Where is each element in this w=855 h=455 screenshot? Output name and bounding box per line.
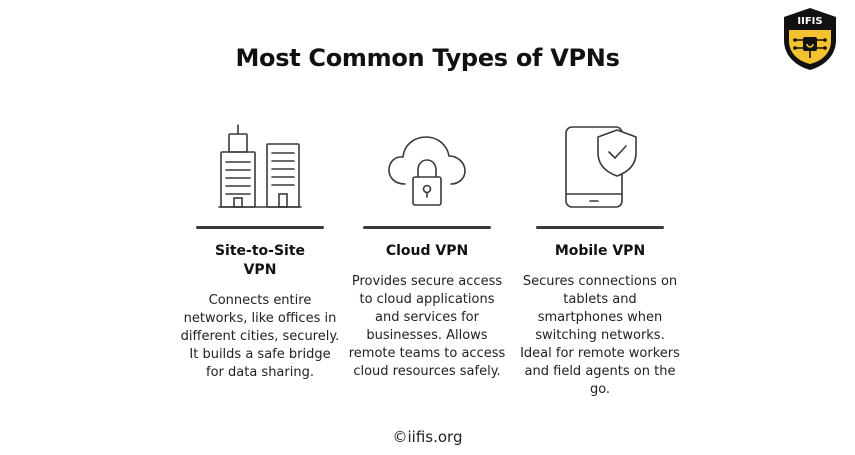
- divider: [363, 226, 491, 229]
- divider: [536, 226, 664, 229]
- card-mobile: Mobile VPN Secures connections on tablet…: [520, 116, 680, 399]
- buildings-icon: [218, 124, 302, 208]
- iifis-logo: IIFIS: [784, 8, 836, 70]
- card-site-to-site: Site-to-Site VPN Connects entire network…: [180, 116, 340, 382]
- card-description: Secures connections on tablets and smart…: [520, 274, 680, 397]
- card-description: Connects entire networks, like offices i…: [180, 293, 340, 380]
- phone-shield-icon: [565, 126, 637, 208]
- divider: [196, 226, 324, 229]
- cloud-lock-icon: [388, 136, 466, 206]
- page-title: Most Common Types of VPNs: [235, 44, 620, 72]
- card-title: Cloud VPN: [385, 243, 469, 259]
- logo-text: IIFIS: [797, 16, 822, 27]
- card-description: Provides secure access to cloud applicat…: [348, 274, 506, 379]
- card-title: Mobile VPN: [554, 243, 646, 259]
- footer-copyright: ©iifis.org: [392, 428, 463, 446]
- card-cloud: Cloud VPN Provides secure access to clou…: [347, 116, 507, 381]
- card-title: Site-to-Site VPN: [214, 243, 306, 278]
